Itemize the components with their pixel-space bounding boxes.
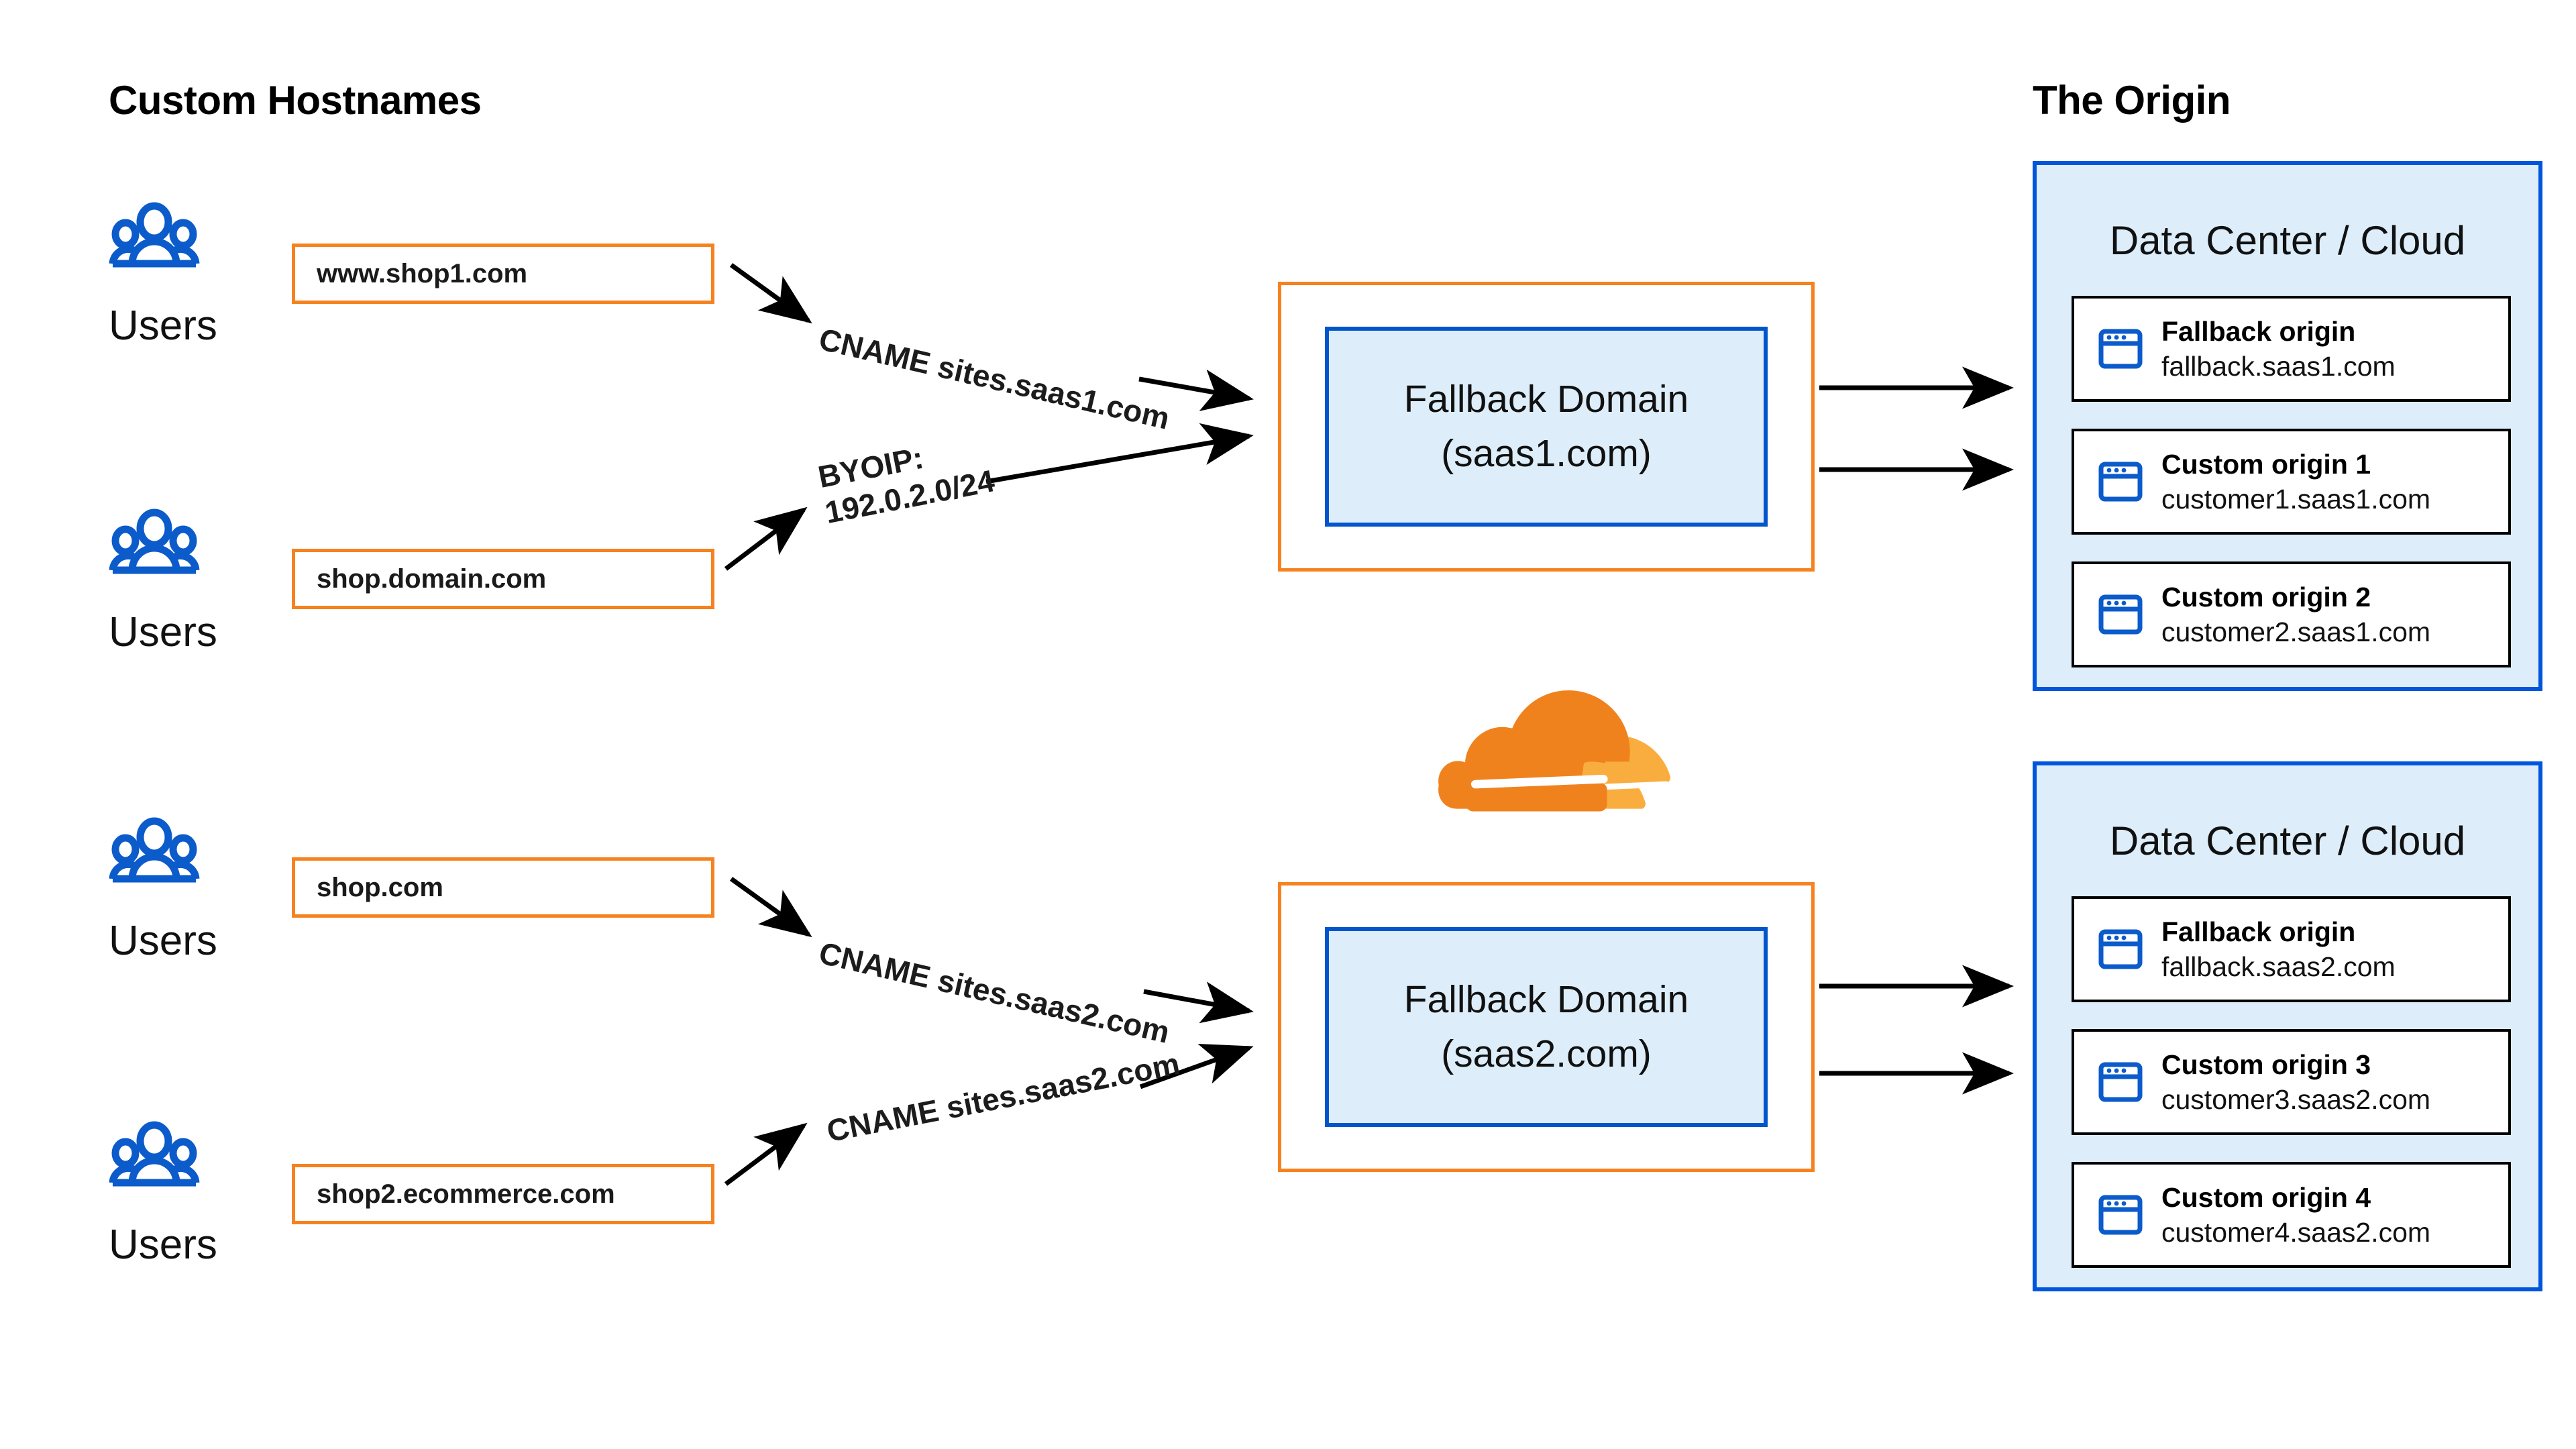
hostname-box-4[interactable]: shop2.ecommerce.com [292, 1164, 714, 1224]
page-title-the-origin: The Origin [2033, 78, 2231, 123]
data-center-panel-1: Data Center / Cloud Fallback origin fall… [2033, 161, 2542, 691]
page-title-custom-hostnames: Custom Hostnames [109, 78, 482, 123]
users-label: Users [109, 609, 217, 655]
browser-window-icon [2098, 594, 2143, 635]
users-icon [109, 1121, 200, 1187]
users-icon [109, 202, 200, 268]
browser-window-icon [2098, 1195, 2143, 1235]
origin-name: Custom origin 4 [2161, 1181, 2371, 1213]
fallback-domain-box-2[interactable]: Fallback Domain (saas2.com) [1325, 927, 1768, 1127]
origin-text: Custom origin 3 customer3.saas2.com [2161, 1047, 2430, 1118]
hostname-value: shop.com [317, 872, 443, 902]
origin-card-fallback-2[interactable]: Fallback origin fallback.saas2.com [2072, 896, 2511, 1002]
origin-name: Custom origin 1 [2161, 448, 2371, 480]
users-label: Users [109, 918, 217, 964]
edge-label-byoip: BYOIP: 192.0.2.0/24 [815, 427, 998, 531]
users-label: Users [109, 303, 217, 349]
cloudflare-logo [1415, 679, 1677, 813]
users-icon [109, 508, 200, 574]
origin-card-custom-1[interactable]: Custom origin 1 customer1.saas1.com [2072, 429, 2511, 535]
hostname-box-2[interactable]: shop.domain.com [292, 549, 714, 609]
hostname-box-3[interactable]: shop.com [292, 857, 714, 918]
hostname-value: www.shop1.com [317, 258, 528, 288]
browser-window-icon [2098, 929, 2143, 969]
edge-label-cname-saas2-b: CNAME sites.saas2.com [824, 1046, 1183, 1149]
fallback-domain-line1: Fallback Domain [1403, 978, 1689, 1022]
origin-host: customer4.saas2.com [2161, 1217, 2431, 1248]
origin-text: Custom origin 1 customer1.saas1.com [2161, 447, 2430, 517]
origin-name: Custom origin 3 [2161, 1049, 2371, 1080]
origin-name: Custom origin 2 [2161, 581, 2371, 612]
origin-name: Fallback origin [2161, 916, 2356, 947]
fallback-domain-line1: Fallback Domain [1403, 378, 1689, 421]
arrow-hostname1 [729, 263, 812, 324]
edge-label-cname-saas2-a: CNAME sites.saas2.com [816, 934, 1173, 1050]
hostname-value: shop2.ecommerce.com [317, 1179, 615, 1209]
origin-host: fallback.saas2.com [2161, 951, 2396, 982]
fallback-domain-line2: (saas1.com) [1441, 432, 1652, 475]
origin-text: Fallback origin fallback.saas2.com [2161, 914, 2396, 985]
origin-text: Custom origin 2 customer2.saas1.com [2161, 580, 2430, 650]
browser-window-icon [2098, 462, 2143, 502]
origin-host: fallback.saas1.com [2161, 351, 2396, 382]
users-icon [109, 817, 200, 883]
origin-name: Fallback origin [2161, 315, 2356, 347]
arrow-to-fallback2-a [1143, 981, 1254, 1024]
origin-card-fallback-1[interactable]: Fallback origin fallback.saas1.com [2072, 296, 2511, 402]
data-center-title: Data Center / Cloud [2109, 218, 2466, 263]
fallback-domain-box-1[interactable]: Fallback Domain (saas1.com) [1325, 327, 1768, 527]
users-label: Users [109, 1222, 217, 1268]
arrow-to-fallback1-a [1138, 369, 1254, 411]
fallback-domain-line2: (saas2.com) [1441, 1032, 1652, 1075]
origin-text: Fallback origin fallback.saas1.com [2161, 314, 2396, 384]
origin-host: customer2.saas1.com [2161, 616, 2431, 647]
origin-card-custom-2[interactable]: Custom origin 2 customer2.saas1.com [2072, 561, 2511, 667]
browser-window-icon [2098, 1062, 2143, 1102]
data-center-title: Data Center / Cloud [2109, 818, 2466, 863]
origin-text: Custom origin 4 customer4.saas2.com [2161, 1180, 2430, 1250]
origin-card-custom-3[interactable]: Custom origin 3 customer3.saas2.com [2072, 1029, 2511, 1135]
browser-window-icon [2098, 329, 2143, 369]
arrow-to-fallback1-b [985, 423, 1254, 484]
arrow-hostname3 [729, 877, 812, 938]
data-center-panel-2: Data Center / Cloud Fallback origin fall… [2033, 761, 2542, 1291]
arrow-hostname4 [724, 1122, 808, 1186]
edge-label-cname-saas1: CNAME sites.saas1.com [816, 321, 1173, 436]
hostname-box-1[interactable]: www.shop1.com [292, 244, 714, 304]
origin-card-custom-4[interactable]: Custom origin 4 customer4.saas2.com [2072, 1162, 2511, 1268]
arrow-hostname2 [724, 506, 808, 571]
origin-host: customer3.saas2.com [2161, 1084, 2431, 1115]
origin-host: customer1.saas1.com [2161, 484, 2431, 515]
hostname-value: shop.domain.com [317, 564, 547, 594]
